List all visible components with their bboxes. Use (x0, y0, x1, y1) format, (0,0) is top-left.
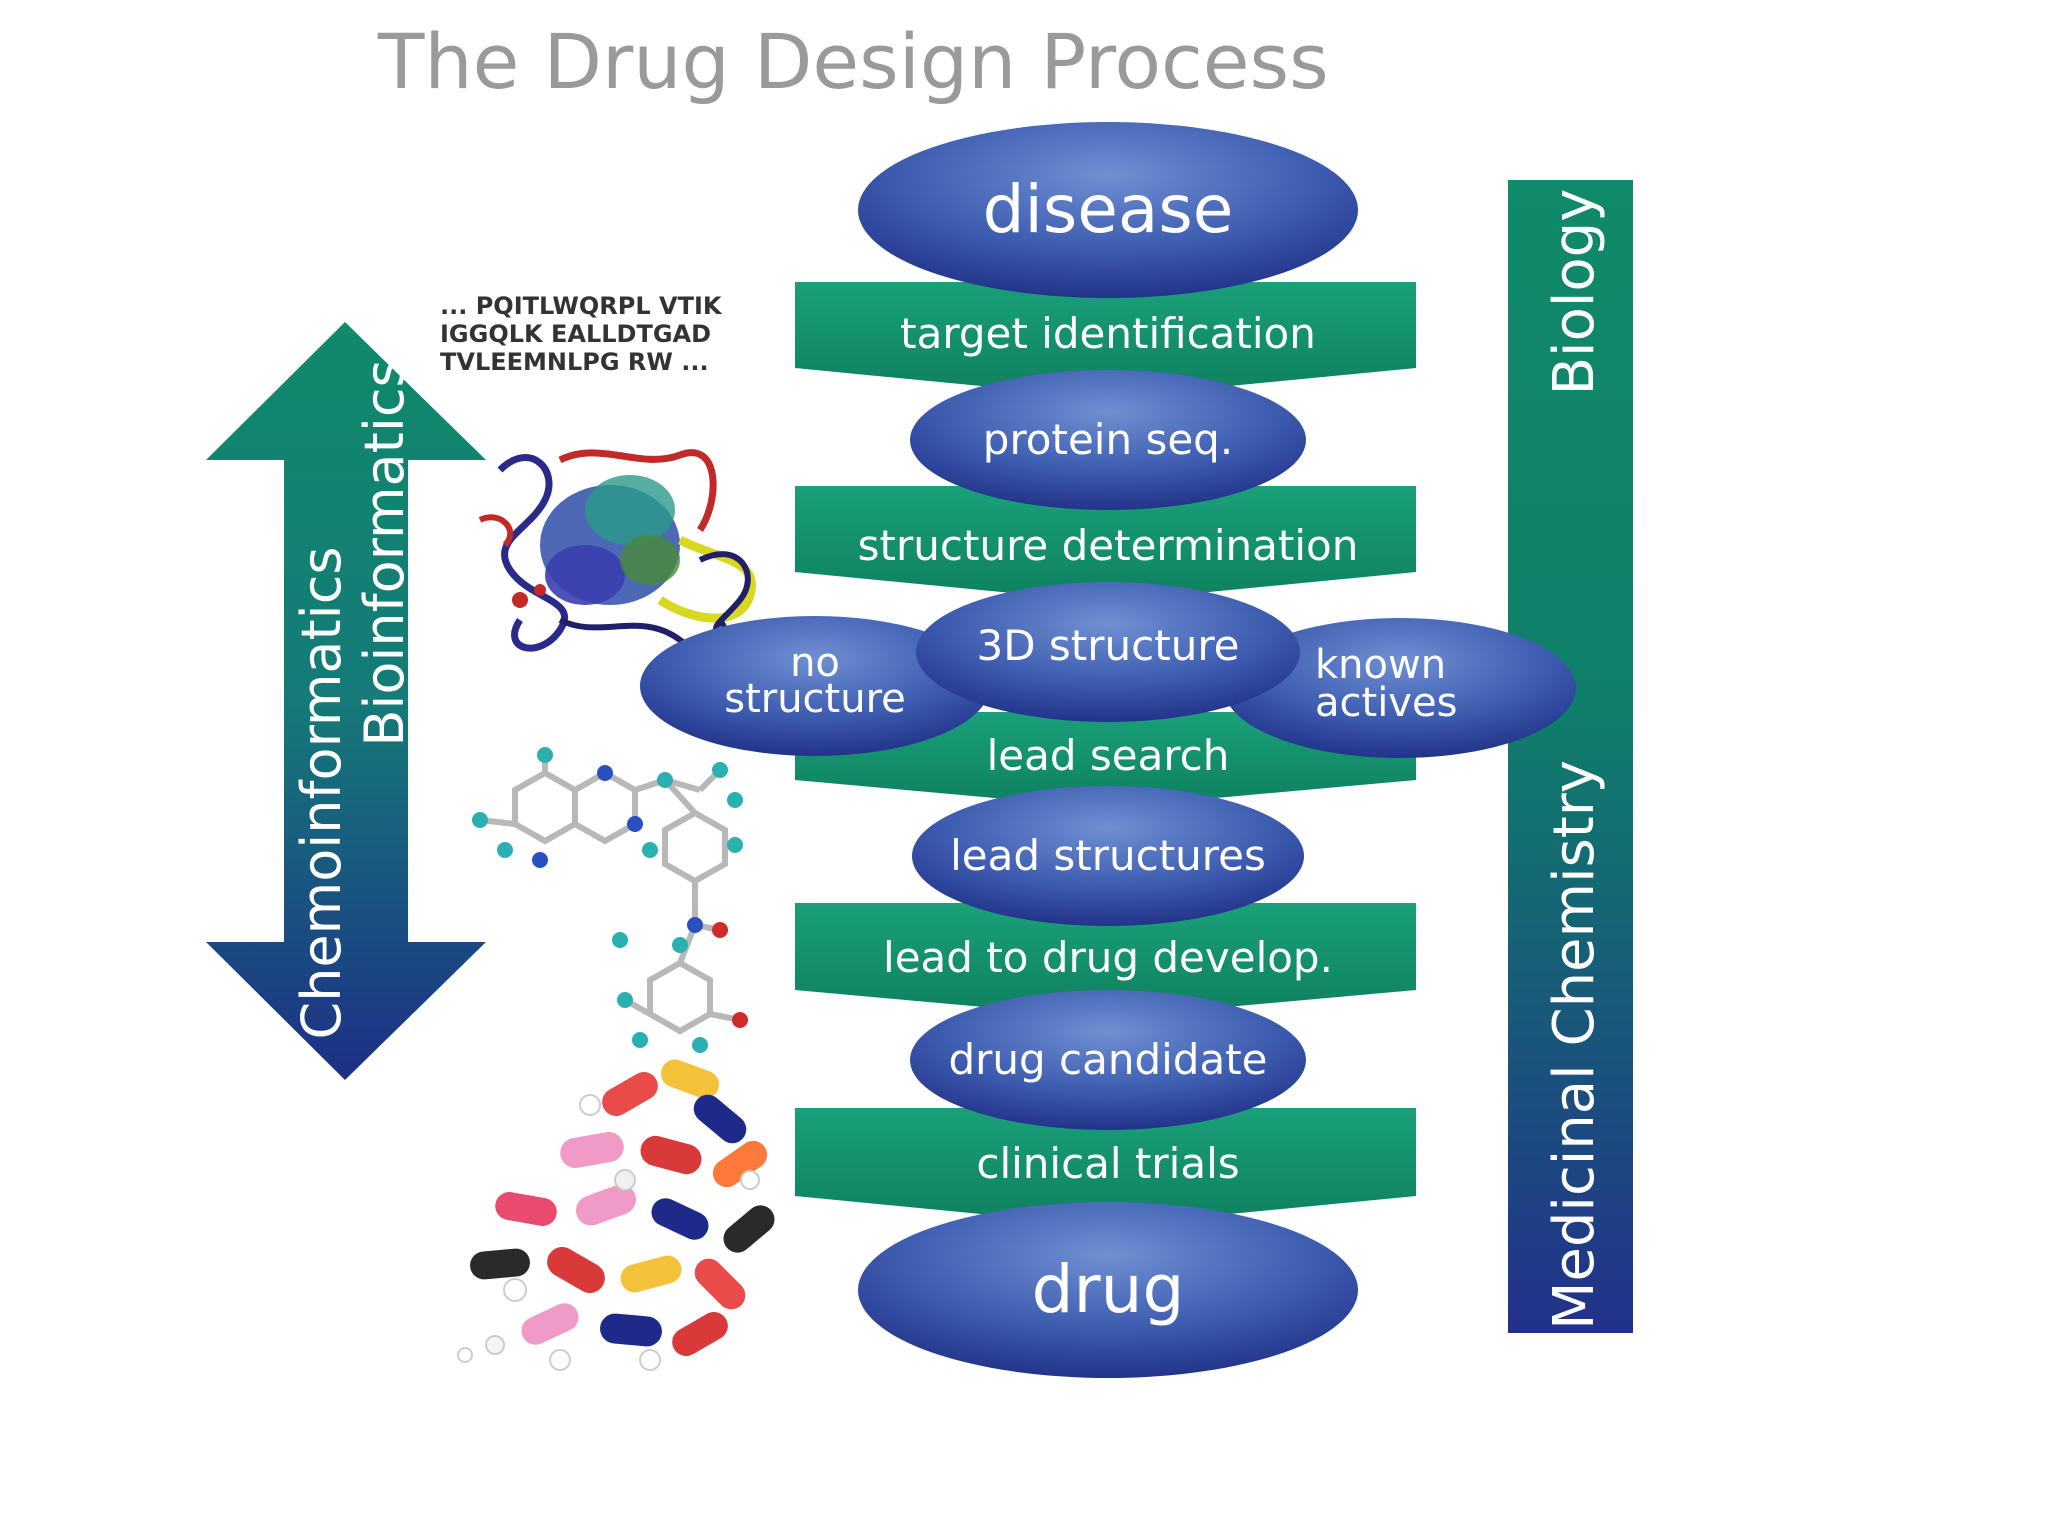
ellipse-disease (858, 122, 1358, 298)
sequence-line-3: TVLEEMNLPG RW ... (440, 348, 709, 376)
label-lead-search: lead search (987, 731, 1230, 780)
ellipse-3d-structure (916, 582, 1300, 722)
label-known-actives-line1: known (1315, 642, 1446, 688)
protein-sequence-text: ... PQITLWQRPL VTIK IGGQLK EALLDTGAD TVL… (440, 292, 723, 376)
label-3d-structure: 3D structure (976, 621, 1239, 670)
bioinformatics-label: Bioinformatics (353, 359, 416, 746)
double-arrow-shape (206, 322, 486, 1080)
protein-ribbon-icon (478, 449, 756, 658)
discipline-bar-shape (1508, 180, 1633, 1333)
label-structure-determination: structure determination (858, 521, 1359, 570)
ellipse-known-actives (1224, 618, 1576, 758)
label-no-structure-line1: no (790, 640, 840, 686)
sequence-line-2: IGGQLK EALLDTGAD (440, 320, 711, 348)
band-structure-determination (795, 486, 1416, 602)
ellipse-lead-structures (912, 786, 1304, 926)
ellipse-protein-seq (910, 370, 1306, 510)
label-no-structure-line2: structure (724, 676, 906, 722)
label-drug-candidate: drug candidate (948, 1035, 1267, 1084)
ball-and-stick-molecule-icon (479, 755, 741, 1035)
band-lead-to-drug (795, 903, 1416, 1018)
ellipse-drug-candidate (910, 990, 1306, 1130)
label-protein-seq: protein seq. (983, 415, 1233, 464)
biology-label: Biology (1542, 189, 1607, 396)
band-target-identification (795, 282, 1416, 398)
ellipse-no-structure (640, 616, 990, 756)
label-lead-structures: lead structures (950, 831, 1266, 880)
page-title: The Drug Design Process (377, 17, 1329, 106)
band-clinical-trials (795, 1108, 1416, 1226)
process-flow: target identification structure determin… (640, 122, 1576, 1378)
chemoinformatics-label: Chemoinformatics (290, 546, 353, 1039)
label-target-identification: target identification (900, 309, 1316, 358)
sequence-line-1: ... PQITLWQRPL VTIK (440, 292, 723, 320)
label-known-actives-line2: actives (1315, 680, 1457, 726)
pills-icon (457, 1059, 775, 1371)
molecule-atoms (472, 747, 748, 1053)
medicinal-chemistry-label: Medicinal Chemistry (1542, 760, 1607, 1330)
label-lead-to-drug: lead to drug develop. (883, 933, 1333, 982)
label-clinical-trials: clinical trials (976, 1139, 1239, 1188)
label-disease: disease (983, 171, 1234, 248)
informatics-double-arrow: Chemoinformatics Bioinformatics (206, 322, 486, 1080)
discipline-bar: Biology Medicinal Chemistry (1508, 180, 1633, 1333)
label-drug: drug (1032, 1251, 1185, 1328)
ellipse-drug (858, 1202, 1358, 1378)
band-lead-search (795, 712, 1416, 808)
